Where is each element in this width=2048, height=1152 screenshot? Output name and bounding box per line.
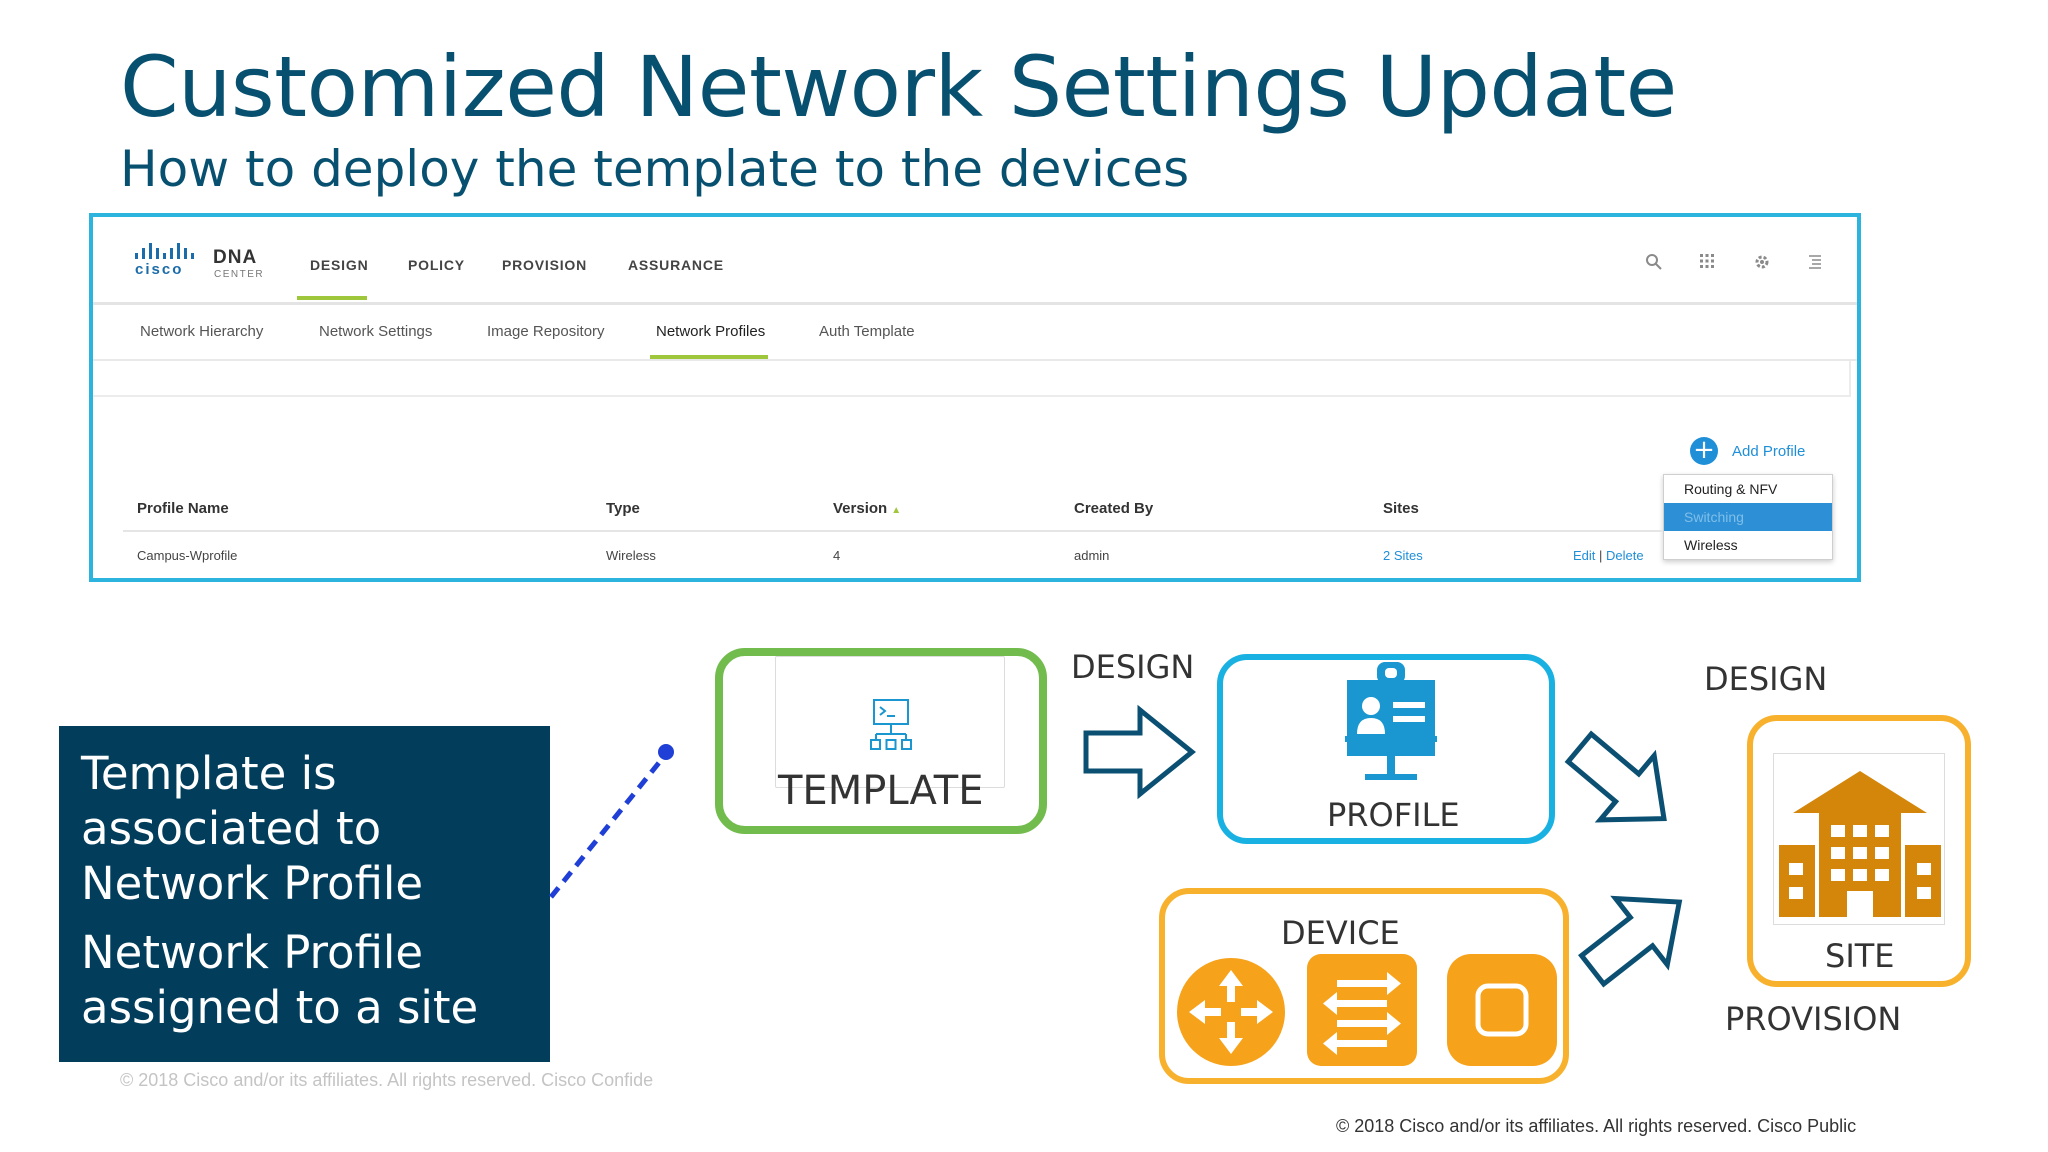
sites-link[interactable]: 2 Sites [1383, 548, 1423, 563]
plus-icon: + [1690, 437, 1718, 465]
gear-icon[interactable] [1753, 253, 1771, 276]
cell-created-by: admin [1074, 548, 1110, 563]
cell-type: Wireless [606, 548, 656, 563]
menu-item-wireless[interactable]: Wireless [1684, 537, 1738, 553]
provision-label: PROVISION [1725, 1000, 1902, 1038]
col-header-sites[interactable]: Sites [1383, 500, 1419, 517]
profile-box: PROFILE [1217, 654, 1555, 844]
arrow-profile-to-site [1564, 730, 1667, 823]
device-label: DEVICE [1281, 914, 1400, 952]
explanation-box: Template is associated to Network Profil… [59, 726, 550, 1062]
filter-bar [93, 361, 1851, 397]
sort-asc-icon: ▲ [891, 505, 902, 516]
cisco-bars-icon [135, 241, 194, 259]
note-line: Network Profile [81, 926, 424, 979]
device-box: DEVICE [1159, 888, 1569, 1084]
col-header-version-label: Version [833, 500, 888, 517]
apps-grid-icon[interactable] [1699, 253, 1715, 274]
product-subname: CENTER [214, 269, 265, 280]
note-line: Network Profile [81, 857, 424, 910]
switch-icon [1307, 954, 1417, 1071]
faded-footer: © 2018 Cisco and/or its affiliates. All … [120, 1070, 654, 1090]
row-actions: Edit | Delete [1573, 548, 1644, 563]
design-subnav: Network Hierarchy Network Settings Image… [93, 305, 1857, 361]
arrow-template-to-profile [1083, 704, 1196, 800]
cisco-logo[interactable]: cisco [135, 241, 194, 278]
router-icon [1175, 956, 1287, 1073]
design-label: DESIGN [1704, 660, 1828, 698]
building-icon [1777, 769, 1943, 924]
template-thumbnail [775, 656, 1005, 788]
nav-assurance[interactable]: ASSURANCE [628, 257, 724, 273]
callout-leader-line [549, 752, 668, 899]
site-box: SITE [1747, 715, 1971, 987]
profile-badge-icon [1345, 662, 1437, 791]
template-icon [868, 698, 914, 759]
search-icon[interactable] [1645, 253, 1663, 276]
cisco-wordmark: cisco [135, 261, 184, 278]
subnav-active-indicator [650, 355, 768, 359]
menu-list-icon[interactable] [1807, 253, 1823, 274]
nav-policy[interactable]: POLICY [408, 257, 465, 273]
note-line: associated to [81, 802, 382, 855]
cell-version: 4 [833, 548, 841, 563]
menu-item-switching[interactable]: Switching [1664, 503, 1832, 531]
nav-provision[interactable]: PROVISION [502, 257, 587, 273]
dna-top-bar: cisco DNA CENTER DESIGN POLICY PROVISION… [93, 217, 1857, 305]
slide-subtitle: How to deploy the template to the device… [120, 140, 1190, 198]
table-header-divider [123, 530, 1663, 532]
dna-center-window: cisco DNA CENTER DESIGN POLICY PROVISION… [89, 213, 1861, 582]
col-header-version[interactable]: Version▲ [833, 500, 901, 517]
access-point-icon [1447, 954, 1557, 1071]
col-header-type[interactable]: Type [606, 500, 640, 517]
copyright-footer: © 2018 Cisco and/or its affiliates. All … [1336, 1116, 1857, 1136]
slide-title: Customized Network Settings Update [120, 38, 1677, 136]
add-profile-button[interactable]: + Add Profile [1690, 437, 1805, 465]
note-line: Template is [81, 747, 337, 800]
site-thumbnail [1773, 753, 1945, 925]
menu-item-routing-nfv[interactable]: Routing & NFV [1684, 481, 1778, 497]
template-box: TEMPLATE [715, 648, 1047, 834]
delete-link[interactable]: Delete [1606, 548, 1644, 563]
product-name: DNA [213, 247, 258, 268]
site-label: SITE [1825, 937, 1895, 975]
edit-link[interactable]: Edit [1573, 548, 1596, 563]
col-header-profile-name[interactable]: Profile Name [137, 500, 229, 517]
tab-auth-template[interactable]: Auth Template [819, 323, 915, 340]
profile-label: PROFILE [1327, 796, 1460, 834]
nav-active-indicator [297, 296, 367, 300]
add-profile-label: Add Profile [1732, 442, 1806, 460]
design-label: DESIGN [1071, 648, 1195, 686]
tab-network-settings[interactable]: Network Settings [319, 323, 433, 340]
action-separator: | [1599, 548, 1603, 563]
profile-type-menu: Routing & NFV Switching Wireless [1663, 474, 1833, 560]
note-line: assigned to a site [81, 981, 479, 1034]
tab-image-repository[interactable]: Image Repository [487, 323, 605, 340]
col-header-created-by[interactable]: Created By [1074, 500, 1154, 517]
callout-leader-dot [658, 744, 674, 760]
template-label: TEMPLATE [778, 768, 984, 814]
nav-design[interactable]: DESIGN [310, 257, 369, 273]
arrow-device-to-site [1578, 895, 1683, 988]
cell-profile-name: Campus-Wprofile [137, 548, 238, 563]
tab-network-profiles[interactable]: Network Profiles [656, 323, 766, 340]
tab-network-hierarchy[interactable]: Network Hierarchy [140, 323, 264, 340]
